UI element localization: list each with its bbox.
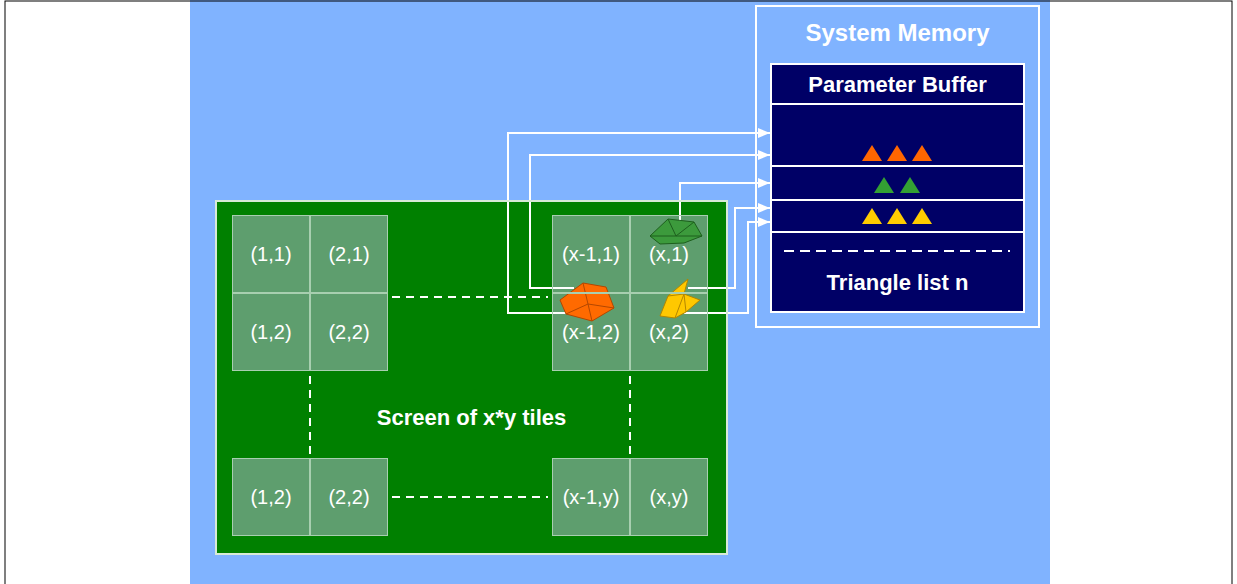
mesh-edge xyxy=(676,222,694,236)
dashed-line xyxy=(629,376,631,454)
tile-cell: (1,2) xyxy=(232,458,310,536)
tile-label: (1,2) xyxy=(250,320,291,344)
tile-label: (x,y) xyxy=(650,485,689,509)
yellow-triangle-list xyxy=(862,208,932,224)
mesh-edge xyxy=(684,294,686,312)
triangle-icon xyxy=(862,208,882,224)
green-triangle-list xyxy=(874,177,920,193)
arrow-connector xyxy=(708,208,770,288)
triangle-mesh xyxy=(650,219,702,244)
tile-label: (2,1) xyxy=(328,242,369,266)
memory-box-fill xyxy=(755,5,1040,328)
triangle-icon xyxy=(912,208,932,224)
tile-cell-fill xyxy=(232,293,310,371)
tile-label: (x-1,y) xyxy=(563,485,620,509)
mesh-edge xyxy=(566,283,588,314)
tile-label: (2,2) xyxy=(328,320,369,344)
tile-cell-fill xyxy=(552,215,630,293)
tile-label: (1,2) xyxy=(250,485,291,509)
tile-cell-fill xyxy=(310,458,388,536)
triangle-mesh xyxy=(560,283,614,321)
leader-stub xyxy=(684,312,708,314)
buffer-label: Triangle list n xyxy=(827,270,969,296)
parameter-buffer: Parameter BufferTriangle list n xyxy=(770,63,1025,313)
tile-label: (1,1) xyxy=(250,242,291,266)
blue-panel xyxy=(190,0,1050,584)
dashed-line xyxy=(309,376,311,454)
mesh-edge xyxy=(668,294,684,318)
connectors xyxy=(508,133,770,313)
leader-stub xyxy=(552,287,574,289)
arrow-connector xyxy=(530,155,770,288)
separator-line xyxy=(772,231,1023,233)
yellow-triangle-shape xyxy=(660,279,700,318)
dashed-line xyxy=(392,496,548,498)
dashed-separator xyxy=(784,250,1010,252)
tile-cell: (x-1,y) xyxy=(552,458,630,536)
dashed-line xyxy=(392,296,548,298)
tile-cell: (x-1,2) xyxy=(552,293,630,371)
screen-label: Screen of x*y tiles xyxy=(377,405,567,431)
screen-area: Screen of x*y tiles (1,1) (2,1) (x-1,1) (x,1… xyxy=(215,200,728,555)
tile-cell: (1,2) xyxy=(232,293,310,371)
orange-triangle-list xyxy=(862,145,932,161)
tile-cell-fill xyxy=(630,215,708,293)
page-frame xyxy=(5,1,1232,584)
tile-cell-fill xyxy=(310,293,388,371)
tile-label: (x,1) xyxy=(649,242,689,266)
tile-cell-fill xyxy=(232,458,310,536)
box-fills xyxy=(215,5,1040,555)
separator-line xyxy=(772,199,1023,201)
triangle-icon xyxy=(862,145,882,161)
tile-cell-fill xyxy=(232,215,310,293)
orange-triangle-shape xyxy=(560,283,614,321)
tile-cell: (x-1,1) xyxy=(552,215,630,293)
triangle-mesh xyxy=(660,279,700,318)
tile-cell: (2,1) xyxy=(310,215,388,293)
tile-cell: (2,2) xyxy=(310,293,388,371)
memory-box: System MemoryParameter BufferTriangle li… xyxy=(755,5,1040,328)
tile-label: (x,2) xyxy=(649,320,689,344)
triangle-icon xyxy=(874,177,894,193)
arrow-connector xyxy=(508,133,770,313)
tile-cell: (x,y) xyxy=(630,458,708,536)
tile-cell: (2,2) xyxy=(310,458,388,536)
buffer-label: Parameter Buffer xyxy=(808,72,987,98)
triangle-icon xyxy=(900,177,920,193)
memory-title: System Memory xyxy=(805,18,989,47)
separator-line xyxy=(772,103,1023,105)
mesh-edge xyxy=(676,236,702,237)
triangle-icon xyxy=(887,208,907,224)
mesh-edge xyxy=(650,219,676,236)
screen-ellipsis-lines xyxy=(310,297,630,497)
separator-line xyxy=(772,165,1023,167)
leader-stub xyxy=(688,287,708,289)
tile-cell: (1,1) xyxy=(232,215,310,293)
tile-cell-fill xyxy=(310,215,388,293)
arrow-connector xyxy=(708,222,770,313)
green-triangle-shape xyxy=(650,219,702,244)
triangle-icon xyxy=(887,145,907,161)
mesh-edge xyxy=(588,304,592,321)
parameter-buffer-fill xyxy=(770,63,1025,313)
buffer-separators xyxy=(772,104,1023,251)
triangle-icon xyxy=(912,145,932,161)
tile-label: (x-1,1) xyxy=(562,242,620,266)
tile-cell-fill xyxy=(552,458,630,536)
tile-cell-fill xyxy=(630,458,708,536)
tile-cell: (x,1) xyxy=(630,215,708,293)
tile-label: (x-1,2) xyxy=(562,320,620,344)
tile-label: (2,2) xyxy=(328,485,369,509)
screen-area-fill xyxy=(215,200,728,555)
mesh-edge xyxy=(588,304,614,308)
tile-cell: (x,2) xyxy=(630,293,708,371)
